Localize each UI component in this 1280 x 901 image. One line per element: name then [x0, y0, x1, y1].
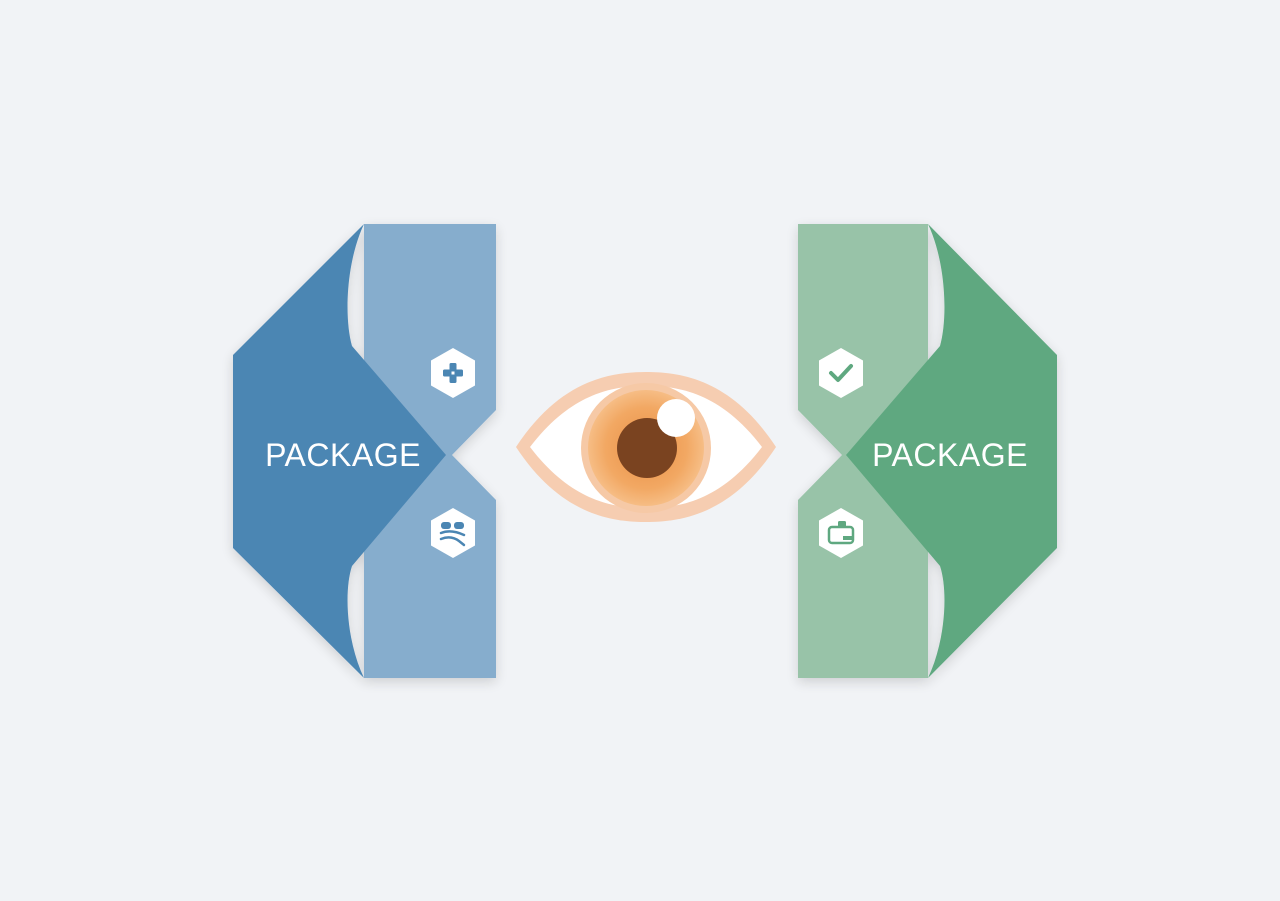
left-package-label: PACKAGE — [265, 437, 421, 473]
eye-highlight — [657, 399, 695, 437]
left-package-dark-shape — [233, 224, 446, 678]
eye-icon — [516, 372, 776, 522]
right-package-dark-shape — [846, 224, 1057, 678]
people-chart-icon — [431, 508, 475, 558]
plus-cross-icon — [431, 348, 475, 398]
right-package-label: PACKAGE — [872, 437, 1028, 473]
eye-pupil — [617, 418, 677, 478]
checkmark-icon — [819, 348, 863, 398]
left-package: PACKAGE — [233, 224, 496, 678]
right-package: PACKAGE — [798, 224, 1057, 678]
briefcase-icon — [819, 508, 863, 558]
